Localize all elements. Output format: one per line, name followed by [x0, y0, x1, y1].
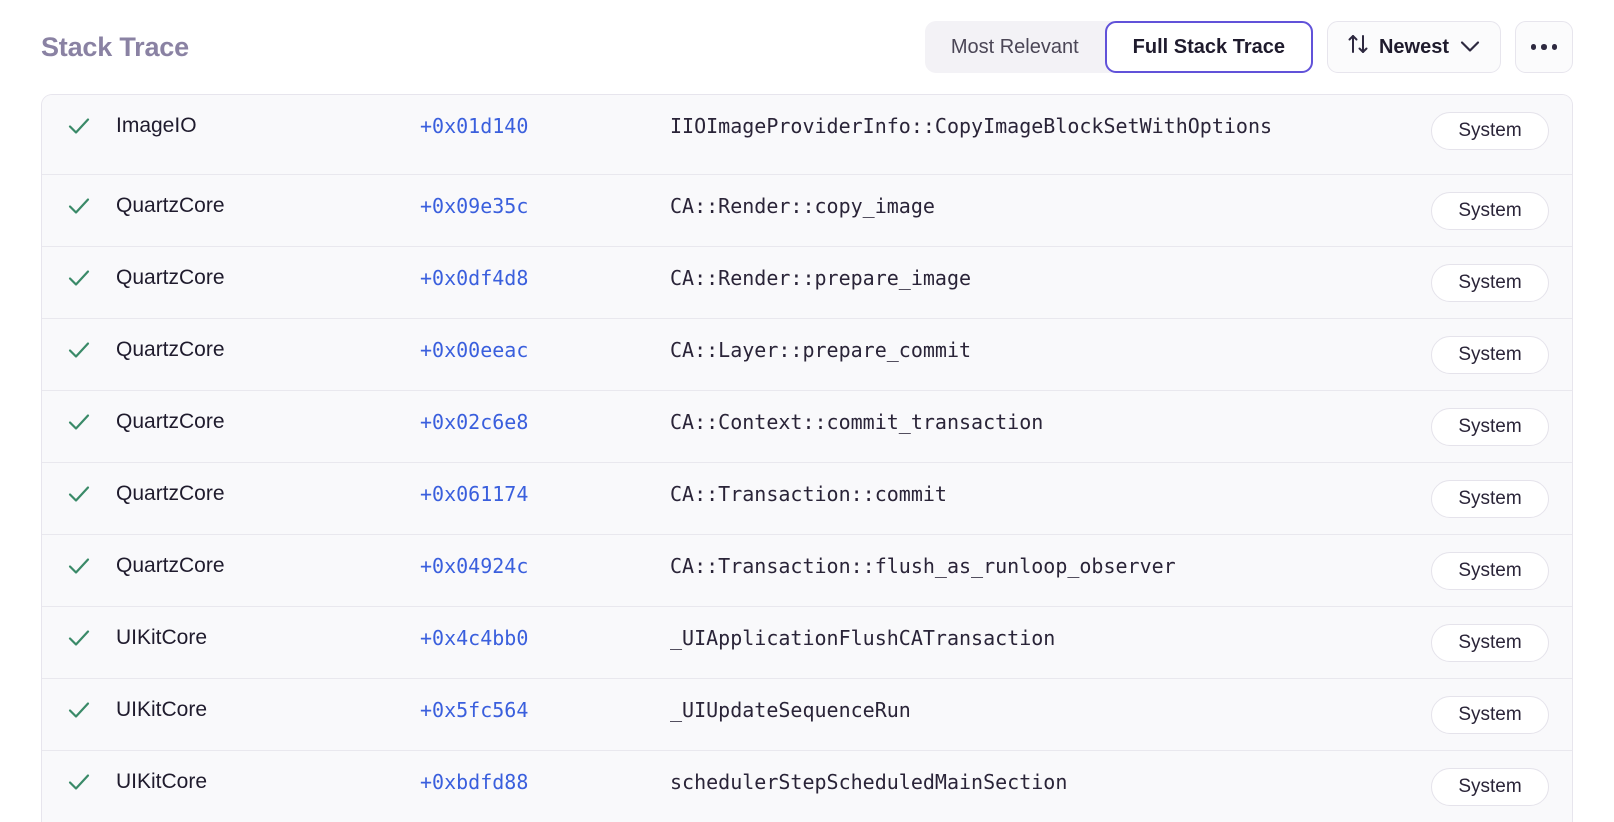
table-row[interactable]: UIKitCore +0x4c4bb0 _UIApplicationFlushCAT… [42, 607, 1572, 679]
panel-header: Stack Trace Most Relevant Full Stack Tra… [0, 0, 1614, 94]
tab-full-stack-trace[interactable]: Full Stack Trace [1104, 21, 1313, 73]
row-module: QuartzCore [116, 554, 225, 577]
row-offset-link[interactable]: +0x01d140 [420, 114, 529, 138]
row-symbol: CA::Context::commit_transaction [670, 410, 1044, 434]
row-origin: System [1408, 111, 1572, 150]
row-status [42, 111, 116, 139]
row-status [42, 695, 116, 723]
checkmark-icon [66, 193, 92, 219]
table-row[interactable]: QuartzCore +0x04924c CA::Transaction::flus… [42, 535, 1572, 607]
row-origin: System [1408, 335, 1572, 374]
status-badge[interactable]: System [1431, 336, 1549, 374]
table-row[interactable]: QuartzCore +0x09e35c CA::Render::copy_imag… [42, 175, 1572, 247]
row-module: UIKitCore [116, 626, 208, 649]
row-offset-link[interactable]: +0x09e35c [420, 194, 529, 218]
status-badge[interactable]: System [1431, 264, 1549, 302]
page-title: Stack Trace [41, 31, 189, 62]
table-row[interactable]: UIKitCore +0xbdfd88 schedulerStepScheduled… [42, 751, 1572, 822]
row-status [42, 767, 116, 795]
row-status [42, 551, 116, 579]
status-badge[interactable]: System [1431, 112, 1549, 150]
checkmark-icon [66, 481, 92, 507]
checkmark-icon [66, 337, 92, 363]
sort-button[interactable]: Newest [1326, 21, 1501, 73]
table-row[interactable]: ImageIO +0x01d140 IIOImageProviderInfo::Co… [42, 95, 1572, 175]
row-offset-link[interactable]: +0x04924c [420, 554, 529, 578]
table-row[interactable]: QuartzCore +0x02c6e8 CA::Context::commit_t… [42, 391, 1572, 463]
status-badge[interactable]: System [1431, 768, 1549, 806]
ellipsis-icon [1541, 44, 1547, 50]
row-symbol: _UIApplicationFlushCATransaction [670, 626, 1056, 650]
ellipsis-icon [1551, 44, 1558, 50]
row-module: QuartzCore [116, 338, 225, 361]
row-origin: System [1408, 191, 1572, 230]
row-origin: System [1408, 263, 1572, 302]
sort-button-label: Newest [1378, 35, 1449, 58]
row-module: QuartzCore [116, 194, 225, 217]
row-symbol: IIOImageProviderInfo::CopyImageBlockSetW… [670, 114, 1273, 138]
row-offset-link[interactable]: +0x5fc564 [420, 698, 529, 722]
row-offset-link[interactable]: +0x4c4bb0 [420, 626, 529, 650]
status-badge[interactable]: System [1431, 192, 1549, 230]
checkmark-icon [66, 553, 92, 579]
header-controls: Most Relevant Full Stack Trace Newest [924, 21, 1573, 73]
row-module: QuartzCore [116, 410, 225, 433]
row-offset-link[interactable]: +0x061174 [420, 482, 529, 506]
row-offset-link[interactable]: +0x0df4d8 [420, 266, 529, 290]
tab-most-relevant[interactable]: Most Relevant [925, 21, 1105, 73]
row-symbol: schedulerStepScheduledMainSection [670, 770, 1068, 794]
checkmark-icon [66, 409, 92, 435]
status-badge[interactable]: System [1431, 552, 1549, 590]
sort-arrows-icon [1348, 33, 1368, 61]
row-origin: System [1408, 407, 1572, 446]
row-status [42, 479, 116, 507]
ellipsis-icon [1530, 44, 1537, 50]
checkmark-icon [66, 697, 92, 723]
row-symbol: CA::Render::prepare_image [670, 266, 972, 290]
table-row[interactable]: UIKitCore +0x5fc564 _UIUpdateSequenceRun Sy… [42, 679, 1572, 751]
table-row[interactable]: QuartzCore +0x0df4d8 CA::Render::prepare_i… [42, 247, 1572, 319]
row-status [42, 263, 116, 291]
status-badge[interactable]: System [1431, 408, 1549, 446]
row-origin: System [1408, 695, 1572, 734]
row-origin: System [1408, 551, 1572, 590]
row-symbol: CA::Transaction::commit [670, 482, 947, 506]
table-row[interactable]: QuartzCore +0x00eeac CA::Layer::prepare_co… [42, 319, 1572, 391]
row-symbol: CA::Layer::prepare_commit [670, 338, 972, 362]
checkmark-icon [66, 769, 92, 795]
checkmark-icon [66, 113, 92, 139]
row-symbol: CA::Render::copy_image [670, 194, 935, 218]
chevron-down-icon [1460, 36, 1480, 59]
status-badge[interactable]: System [1431, 624, 1549, 662]
row-origin: System [1408, 767, 1572, 806]
checkmark-icon [66, 265, 92, 291]
table-row[interactable]: QuartzCore +0x061174 CA::Transaction::comm… [42, 463, 1572, 535]
row-offset-link[interactable]: +0xbdfd88 [420, 770, 529, 794]
row-module: UIKitCore [116, 698, 208, 721]
row-status [42, 191, 116, 219]
row-module: QuartzCore [116, 482, 225, 505]
status-badge[interactable]: System [1431, 696, 1549, 734]
status-badge[interactable]: System [1431, 480, 1549, 518]
row-origin: System [1408, 623, 1572, 662]
stack-trace-view-segmented-control[interactable]: Most Relevant Full Stack Trace [924, 21, 1313, 73]
row-symbol: CA::Transaction::flush_as_runloop_observ… [670, 554, 1176, 578]
row-status [42, 407, 116, 435]
row-origin: System [1408, 479, 1572, 518]
more-options-button[interactable] [1515, 21, 1573, 73]
checkmark-icon [66, 625, 92, 651]
row-offset-link[interactable]: +0x02c6e8 [420, 410, 529, 434]
row-module: QuartzCore [116, 266, 225, 289]
row-status [42, 335, 116, 363]
row-module: ImageIO [116, 114, 197, 137]
row-symbol: _UIUpdateSequenceRun [670, 698, 911, 722]
row-module: UIKitCore [116, 770, 208, 793]
row-status [42, 623, 116, 651]
row-offset-link[interactable]: +0x00eeac [420, 338, 529, 362]
stack-trace-table: ImageIO +0x01d140 IIOImageProviderInfo::Co… [41, 94, 1573, 822]
